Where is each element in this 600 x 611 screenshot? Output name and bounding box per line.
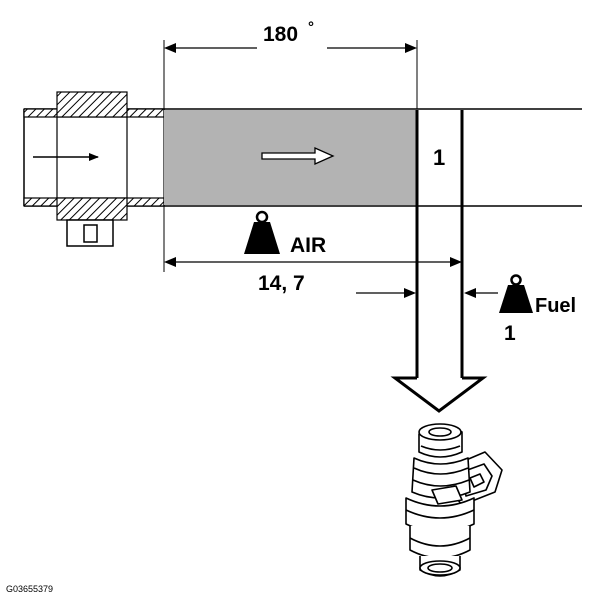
sensor-connector-pin (83, 224, 98, 243)
fuel-column (390, 110, 488, 413)
housing-bottom-flange (56, 197, 128, 221)
figure-code: G03655379 (6, 584, 53, 594)
fuel-injector (405, 423, 503, 577)
angle-value: 180 (263, 23, 298, 46)
angle-arrow-right (405, 43, 417, 53)
weight-icon (499, 274, 533, 313)
air-mass: AIR (244, 210, 326, 257)
ratio-arrow-left (164, 257, 176, 267)
angle-dimension: 180 ° (163, 19, 418, 109)
air-flow-arrow (261, 146, 335, 166)
angle-arrow-left (164, 43, 176, 53)
throttle-housing (23, 91, 165, 247)
fuel-width-pointers (356, 288, 498, 298)
housing-top-flange (56, 91, 128, 118)
air-ratio-dimension: 14, 7 (163, 206, 462, 295)
ratio-arrow-right (450, 257, 462, 267)
fuel-ratio-value: 1 (504, 322, 516, 345)
fuel-mass: Fuel 1 (499, 274, 576, 345)
angle-unit: ° (308, 19, 314, 36)
air-column (164, 110, 419, 206)
air-label: AIR (290, 234, 326, 257)
fuel-flow-arrowhead (390, 376, 488, 413)
fuel-label: Fuel (535, 295, 576, 317)
air-ratio-value: 14, 7 (258, 272, 305, 295)
cylinder-label: 1 (433, 145, 445, 170)
weight-icon (244, 210, 280, 254)
